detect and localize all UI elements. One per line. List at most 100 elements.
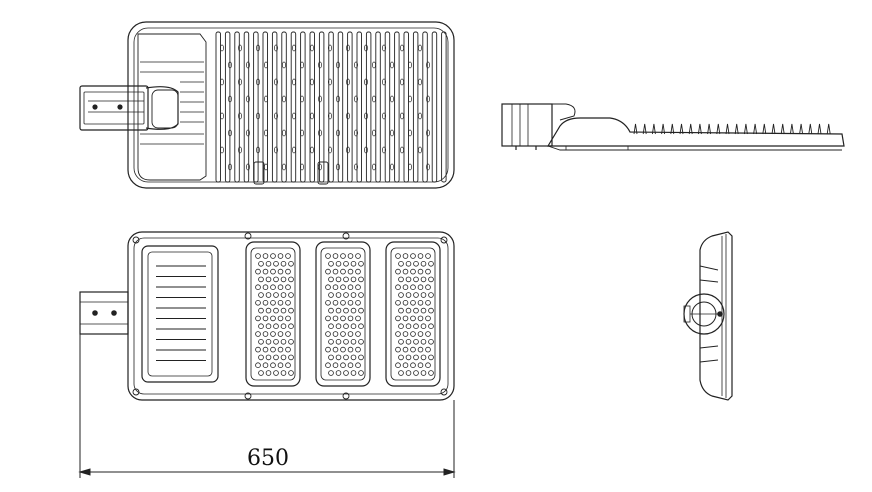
led-dot	[288, 276, 294, 283]
led-dot	[343, 338, 349, 345]
led-dot	[273, 338, 279, 345]
led-dot	[347, 268, 354, 275]
led-dot	[410, 253, 416, 259]
fin-hole	[426, 95, 430, 103]
led-dot	[355, 331, 361, 337]
fin-hole	[336, 95, 340, 103]
fin-hole	[256, 78, 260, 86]
fin-hole	[274, 146, 278, 154]
led-dot	[343, 276, 349, 283]
led-dot	[325, 284, 331, 291]
led-dot	[343, 307, 349, 314]
led-dot	[280, 292, 287, 298]
fin	[290, 31, 297, 183]
led-dot	[262, 299, 269, 306]
led-dot	[355, 284, 361, 291]
led-dot	[273, 323, 279, 330]
led-dot	[285, 315, 291, 322]
led-dot	[328, 354, 334, 361]
led-dot	[255, 299, 261, 306]
led-dot	[285, 253, 291, 259]
led-dot	[255, 346, 261, 353]
fin	[347, 31, 353, 183]
fin	[337, 31, 344, 183]
led-dot	[340, 284, 346, 291]
fin-hole	[364, 44, 368, 52]
led-dot	[328, 370, 334, 376]
fin-hole	[220, 78, 224, 86]
led-dot	[425, 331, 431, 337]
led-dot	[395, 346, 401, 353]
side-mount-bracket	[501, 103, 576, 150]
fin	[356, 31, 362, 183]
fin-hole	[256, 146, 260, 154]
side-fin	[670, 123, 675, 135]
led-dot	[405, 260, 412, 267]
led-dot	[288, 307, 294, 314]
side-fin	[688, 123, 693, 135]
led-dot	[405, 338, 412, 345]
led-dot	[398, 260, 404, 267]
fin-hole	[300, 61, 304, 69]
end-view	[683, 231, 733, 401]
top-mount-bracket	[79, 85, 179, 131]
led-dot	[420, 370, 427, 376]
led-dot	[405, 292, 412, 298]
led-dot	[402, 253, 409, 259]
led-dot	[410, 315, 416, 322]
led-dot	[262, 315, 269, 322]
side-fin	[808, 123, 813, 135]
led-dot	[413, 260, 419, 267]
led-modules	[245, 241, 441, 387]
fin-hole	[282, 129, 286, 137]
led-dot	[355, 268, 361, 275]
led-dot	[335, 260, 342, 267]
fin-hole	[390, 95, 394, 103]
side-fin	[780, 123, 785, 135]
fin-hole	[354, 163, 358, 171]
led-dot	[255, 284, 261, 291]
led-dot	[350, 338, 357, 345]
fin-hole	[318, 163, 322, 171]
fin-hole	[310, 146, 314, 154]
fin	[262, 31, 268, 183]
fin-hole	[292, 112, 296, 120]
fin-hole	[228, 95, 232, 103]
fin-hole	[300, 163, 304, 171]
fin-hole	[418, 146, 422, 154]
led-dot	[255, 331, 261, 337]
fin-hole	[264, 129, 268, 137]
led-dot	[277, 253, 284, 259]
led-dot	[255, 362, 261, 369]
side-fin	[679, 123, 684, 135]
led-dot	[343, 292, 349, 298]
fin-hole	[400, 44, 404, 52]
fin-hole	[220, 44, 224, 52]
fin-hole	[274, 44, 278, 52]
led-dot	[420, 323, 427, 330]
led-dot	[358, 307, 364, 314]
fin-hole	[336, 163, 340, 171]
led-dot	[285, 362, 291, 369]
side-fin	[789, 123, 794, 135]
led-dot	[340, 346, 346, 353]
led-dot	[413, 292, 419, 298]
fin	[243, 31, 250, 183]
fin-hole	[336, 61, 340, 69]
led-dot	[402, 284, 409, 291]
led-dot	[265, 354, 272, 361]
led-dot	[395, 268, 401, 275]
led-dot	[347, 253, 354, 259]
led-dot	[413, 323, 419, 330]
led-dot	[428, 370, 434, 376]
fin	[394, 31, 400, 183]
led-dot	[347, 299, 354, 306]
led-dot	[410, 268, 416, 275]
led-dot	[425, 268, 431, 275]
led-dot	[340, 299, 346, 306]
side-fin	[661, 123, 666, 135]
led-dot	[258, 323, 264, 330]
led-dot	[335, 354, 342, 361]
led-dot	[405, 276, 412, 283]
led-dot	[325, 268, 331, 275]
